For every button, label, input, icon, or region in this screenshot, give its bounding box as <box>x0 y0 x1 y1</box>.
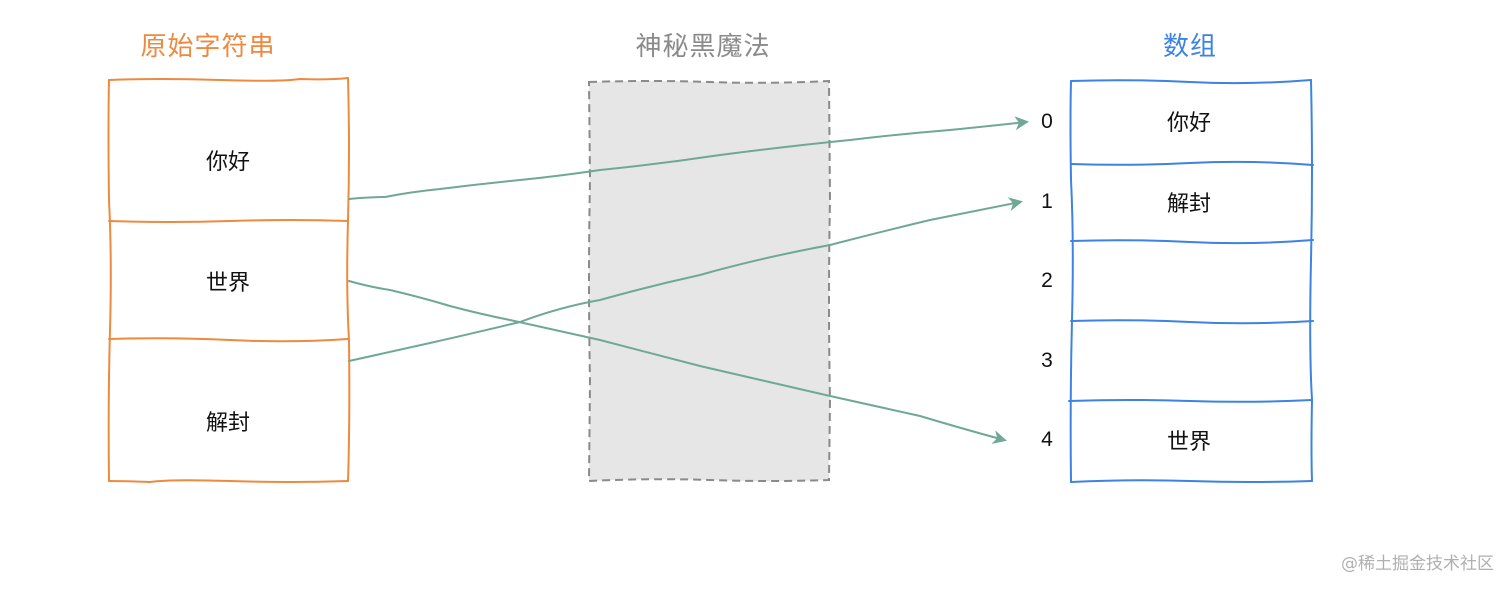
source-divider-1 <box>108 219 349 223</box>
source-cell-0: 你好 <box>205 150 251 175</box>
array-divider-3 <box>1070 319 1314 325</box>
array-box <box>1068 79 1314 483</box>
source-divider-2 <box>108 337 349 343</box>
array-index-3: 3 <box>1041 349 1053 372</box>
array-cell-4: 世界 <box>1166 430 1212 455</box>
array-cell-1: 解封 <box>1166 192 1212 217</box>
array-divider-1 <box>1070 160 1314 166</box>
source-title: 原始字符串 <box>140 32 276 62</box>
watermark: @稀土掘金技术社区 <box>1341 554 1494 574</box>
array-index-1: 1 <box>1041 190 1053 213</box>
array-cell-0: 你好 <box>1166 111 1212 136</box>
magic-title: 神秘黑魔法 <box>635 32 771 62</box>
source-cell-2: 解封 <box>205 411 251 436</box>
arrow-jiefeng-to-1 <box>348 197 1023 362</box>
array-divider-2 <box>1070 239 1314 245</box>
array-divider-4 <box>1068 399 1313 403</box>
array-index-2: 2 <box>1041 269 1053 292</box>
source-box <box>107 77 351 483</box>
magic-box <box>587 79 832 483</box>
array-index-4: 4 <box>1041 428 1053 451</box>
arrow-shijie-to-4 <box>348 280 1007 444</box>
source-cell-1: 世界 <box>205 271 251 296</box>
array-title: 数组 <box>1162 32 1218 62</box>
array-index-0: 0 <box>1041 110 1053 133</box>
arrow-nihao-to-0 <box>348 116 1029 200</box>
